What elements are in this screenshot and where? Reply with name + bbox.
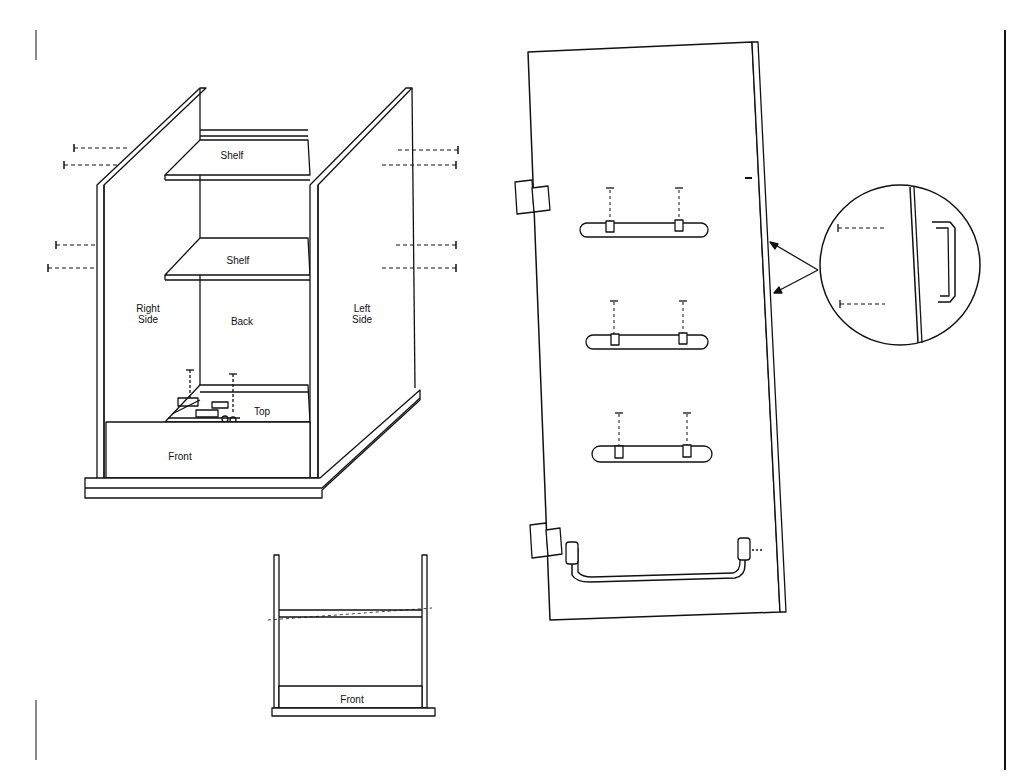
- part-label: Back: [231, 316, 253, 327]
- part-label: Front: [340, 694, 363, 705]
- scan-edge: [1004, 30, 1006, 770]
- cabinet-drawing: [48, 88, 458, 498]
- part-label: Shelf: [227, 255, 250, 266]
- part-label: Shelf: [221, 150, 244, 161]
- part-label: Top: [254, 406, 270, 417]
- part-label: Right Side: [128, 303, 168, 325]
- front-view-drawing: [268, 555, 435, 716]
- door-drawing: [515, 42, 980, 620]
- part-label: Front: [168, 451, 191, 462]
- part-label: Left Side: [344, 303, 380, 325]
